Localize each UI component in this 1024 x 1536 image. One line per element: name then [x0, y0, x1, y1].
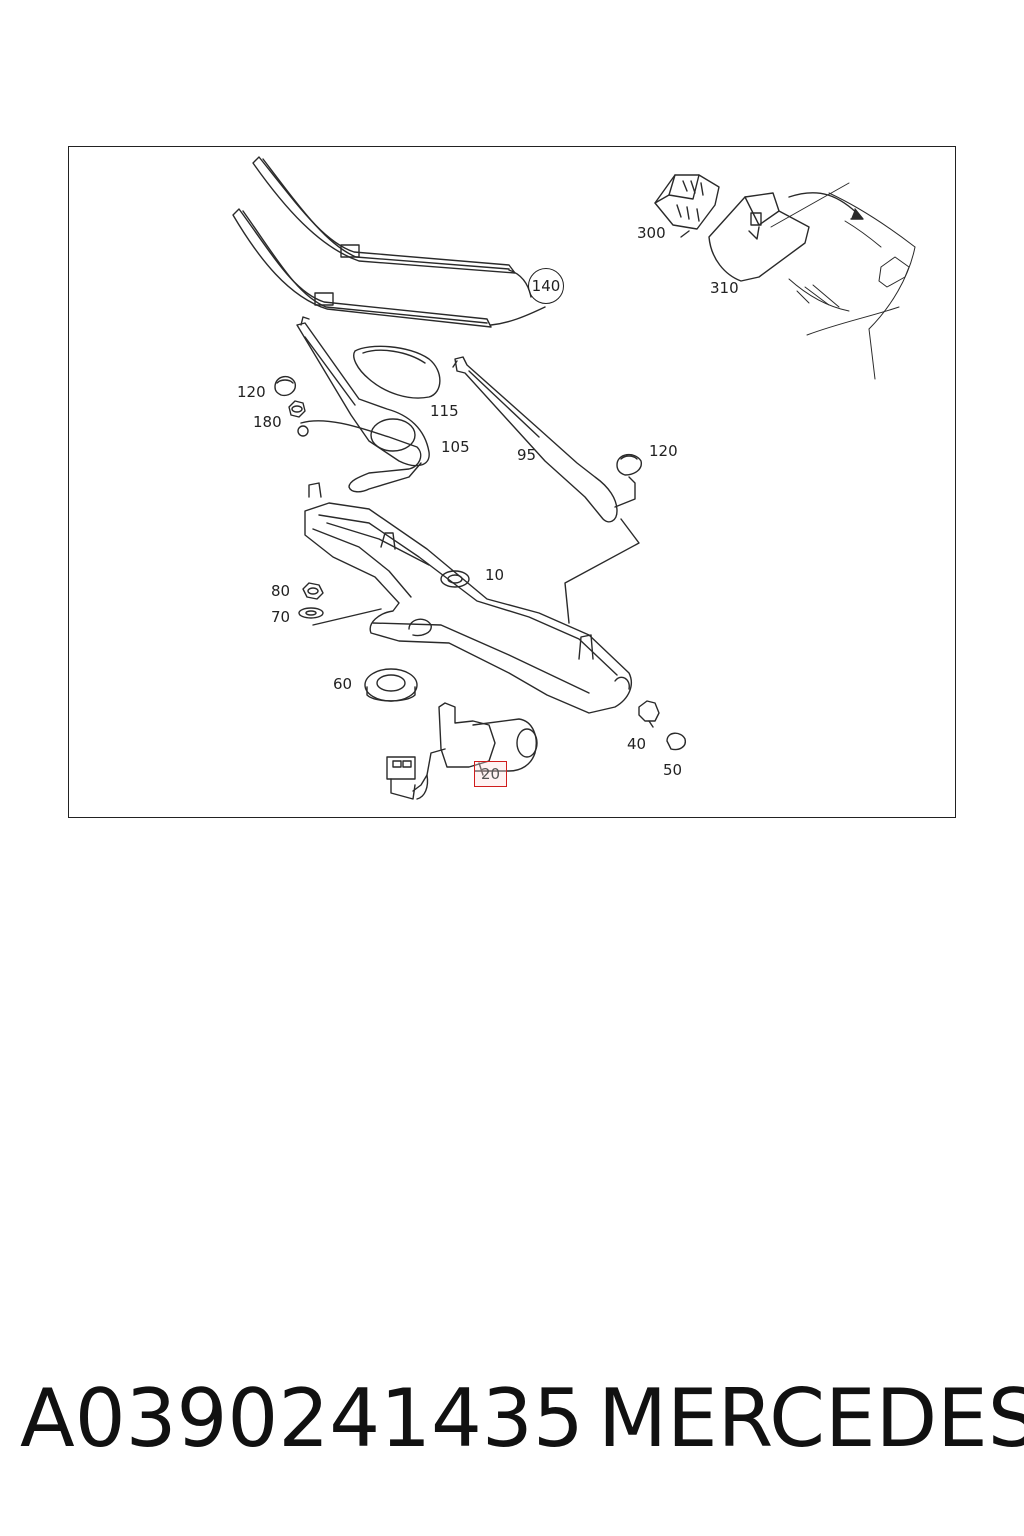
- wiper-linkage-frame: [304, 482, 633, 714]
- cap-120-left: [274, 376, 296, 397]
- arm-bracket-105: [297, 420, 422, 493]
- install-arrowhead: [850, 208, 864, 220]
- drive-crank-60: [364, 668, 418, 702]
- cap-120-right: [616, 454, 642, 476]
- callout-60: 60: [333, 675, 353, 693]
- leader-120-right: [614, 476, 636, 508]
- wiper-motor-20: [386, 702, 538, 800]
- washer-70: [298, 607, 324, 619]
- arm-cover-115: [353, 345, 441, 399]
- footer: A0390241435 MERCEDES: [0, 1372, 1024, 1472]
- callout-20-highlighted[interactable]: 20: [474, 761, 508, 787]
- wiper-arm-right: [452, 356, 618, 523]
- brand-name: MERCEDES: [598, 1372, 1024, 1465]
- sensor-cover-310: [708, 192, 810, 282]
- leader-shaft: [564, 518, 640, 624]
- leader-300: [680, 230, 690, 238]
- wiper-module-300: [654, 174, 720, 230]
- callout-95: 95: [517, 446, 537, 464]
- callout-300: 300: [637, 224, 666, 242]
- callout-180: 180: [253, 413, 282, 431]
- callout-40: 40: [627, 735, 647, 753]
- cap-50: [666, 732, 686, 751]
- callout-80: 80: [271, 582, 291, 600]
- nut-180: [288, 400, 306, 418]
- callout-310: 310: [710, 279, 739, 297]
- wiper-blade-lower: [232, 208, 492, 328]
- callout-10: 10: [485, 566, 505, 584]
- callout-140: 140: [528, 268, 564, 304]
- callout-120-left: 120: [237, 383, 266, 401]
- wiper-arm-left: [296, 316, 430, 467]
- callout-105: 105: [441, 438, 470, 456]
- grommet-40: [638, 700, 660, 728]
- parts-diagram: 300 310 140 120 180 115 105 95 120 10 80…: [68, 146, 956, 818]
- part-number: A0390241435: [20, 1372, 584, 1465]
- exploded-view-drawing: [232, 156, 916, 800]
- windshield-outline: [770, 182, 916, 380]
- leader-70: [312, 608, 382, 626]
- callout-120-right: 120: [649, 442, 678, 460]
- wiper-blade-upper: [252, 156, 516, 274]
- callout-115: 115: [430, 402, 459, 420]
- callout-70: 70: [271, 608, 291, 626]
- nut-80: [302, 582, 324, 600]
- callout-50: 50: [663, 761, 683, 779]
